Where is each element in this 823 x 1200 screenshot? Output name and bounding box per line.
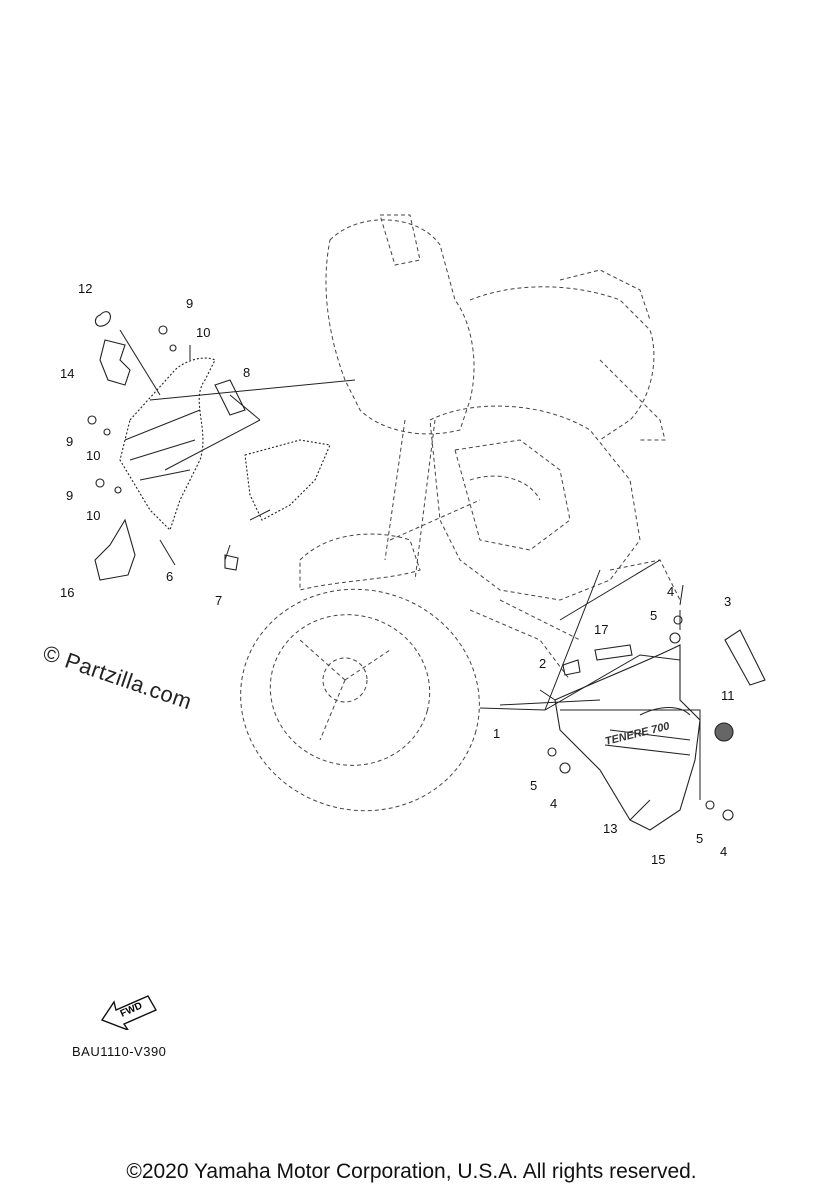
callout-4: 4 [667,584,674,599]
callout-5: 5 [530,778,537,793]
callout-10: 10 [86,448,100,463]
callout-6: 6 [166,569,173,584]
decal-text: TENERE 700 [604,720,672,748]
callout-12: 12 [78,281,92,296]
callout-8: 8 [243,365,250,380]
callout-9: 9 [66,488,73,503]
callout-2: 2 [539,656,546,671]
side-cover-right-assembly [547,615,766,831]
callout-10: 10 [196,325,210,340]
callout-5: 5 [696,831,703,846]
diagram-code: BAU1110-V390 [72,1044,167,1059]
fwd-arrow-icon: FWD [100,995,157,1030]
callout-10: 10 [86,508,100,523]
callout-13: 13 [603,821,617,836]
motorcycle-outline [240,214,681,812]
copyright-notice: ©2020 Yamaha Motor Corporation, U.S.A. A… [126,1160,697,1183]
callout-9: 9 [66,434,73,449]
callout-16: 16 [60,585,74,600]
side-cover-left-assembly [87,311,331,581]
callout-labels: 12 9 10 14 8 9 10 9 10 16 6 7 3 4 5 17 2… [60,281,735,867]
callout-17: 17 [594,622,608,637]
callout-4: 4 [550,796,557,811]
callout-9: 9 [186,296,193,311]
callout-5: 5 [650,608,657,623]
callout-7: 7 [215,593,222,608]
leader-lines [119,329,701,821]
callout-11: 11 [721,688,735,703]
callout-15: 15 [651,852,665,867]
callout-4: 4 [720,844,727,859]
callout-3: 3 [724,594,731,609]
callout-14: 14 [60,366,74,381]
callout-1: 1 [493,726,500,741]
